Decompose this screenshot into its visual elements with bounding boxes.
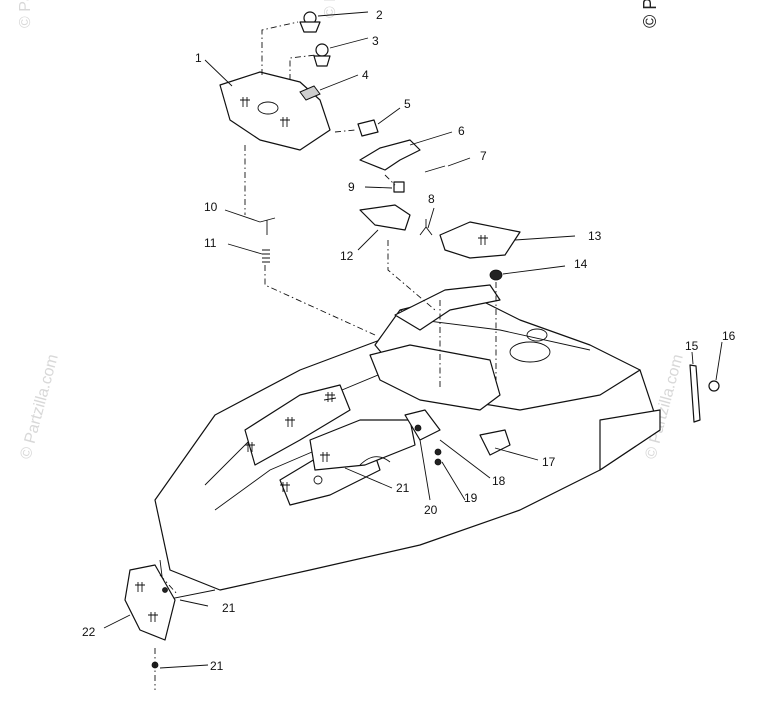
callout-21-c: 21 xyxy=(210,659,224,673)
grommet-14 xyxy=(489,269,503,281)
callout-8: 8 xyxy=(428,192,435,206)
callout-2: 2 xyxy=(376,8,383,22)
callout-11: 11 xyxy=(204,236,217,250)
callout-7: 7 xyxy=(480,149,487,163)
spring-11 xyxy=(262,249,270,263)
callout-14: 14 xyxy=(574,257,588,271)
hatch-marks xyxy=(245,392,337,492)
callout-1: 1 xyxy=(195,51,202,65)
hood-shell xyxy=(154,284,661,601)
callout-20: 20 xyxy=(424,503,438,517)
watermark-text: © Partzilla.com xyxy=(17,0,34,28)
bulb-2 xyxy=(299,11,321,33)
nut-9 xyxy=(393,181,405,193)
callout-16: 16 xyxy=(722,329,736,343)
bulb-3 xyxy=(313,43,331,67)
assembly-lines xyxy=(154,21,497,690)
pin-10 xyxy=(259,217,276,235)
callout-4: 4 xyxy=(362,68,369,82)
callout-3: 3 xyxy=(372,34,379,48)
callout-15: 15 xyxy=(685,339,699,353)
screw-7 xyxy=(424,165,446,173)
pad-5 xyxy=(357,119,379,137)
callout-13: 13 xyxy=(588,229,602,243)
watermark-corner: © P xyxy=(640,0,660,28)
callout-10: 10 xyxy=(204,200,218,214)
latch-15 xyxy=(689,364,701,423)
callout-22: 22 xyxy=(82,625,96,639)
callout-5: 5 xyxy=(404,97,411,111)
headlight-housing xyxy=(219,71,331,151)
callout-21-a: 21 xyxy=(396,481,410,495)
clip-4 xyxy=(299,85,321,101)
callout-18: 18 xyxy=(492,474,506,488)
cover-13 xyxy=(439,221,521,259)
washer-19 xyxy=(434,448,442,456)
callout-6: 6 xyxy=(458,124,465,138)
front-panel-22 xyxy=(124,564,176,641)
callout-labels: 2 3 1 4 5 6 7 9 8 10 11 12 13 14 15 16 1… xyxy=(82,8,736,673)
pin-8 xyxy=(419,219,433,236)
plate-20 xyxy=(404,409,441,441)
bracket-12 xyxy=(359,204,411,231)
callout-21-b: 21 xyxy=(222,601,236,615)
callout-19: 19 xyxy=(464,491,478,505)
callout-9: 9 xyxy=(348,180,355,194)
leader-lines xyxy=(103,11,723,669)
knob-16 xyxy=(708,380,720,392)
callout-17: 17 xyxy=(542,455,556,469)
callout-12: 12 xyxy=(340,249,354,263)
watermark-text: © Partzilla.com xyxy=(322,0,339,18)
plate-17 xyxy=(479,429,511,456)
bracket-6 xyxy=(359,139,421,171)
watermark-text: © Partzilla.com xyxy=(17,352,61,461)
